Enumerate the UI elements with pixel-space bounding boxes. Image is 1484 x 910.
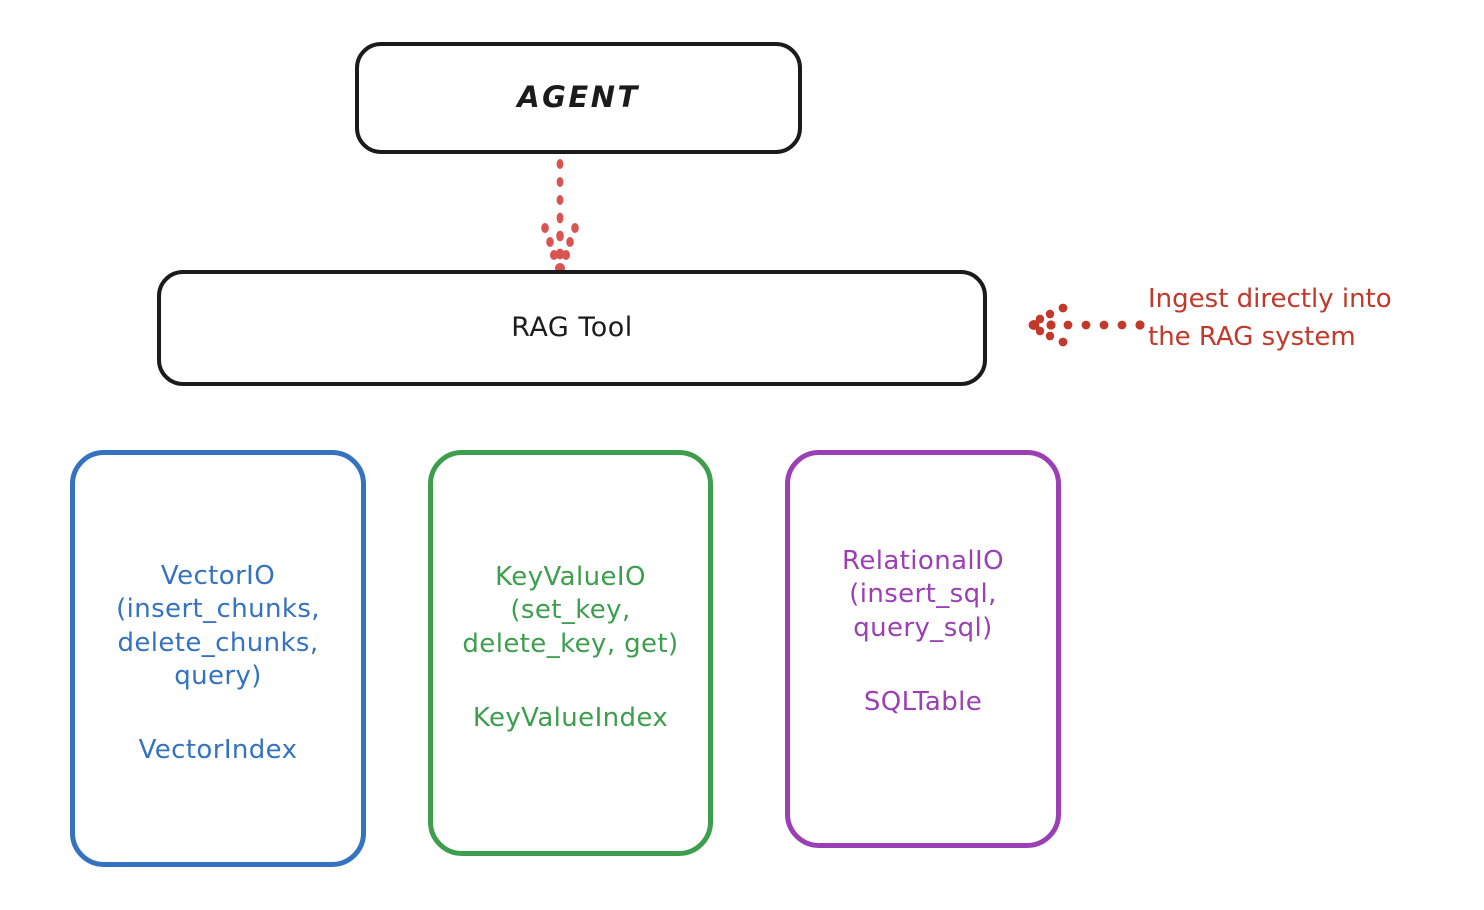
node-rag-tool[interactable]: RAG Tool	[157, 270, 987, 386]
node-key-value-io-sublabel: KeyValueIndex	[472, 702, 669, 733]
node-agent-label: AGENT	[517, 80, 640, 115]
node-relational-io-content: RelationalIO (insert_sql, query_sql) SQL…	[842, 545, 1004, 717]
node-key-value-io-label: KeyValueIO (set_key, delete_key, get)	[462, 562, 679, 659]
node-vector-io-content: VectorIO (insert_chunks, delete_chunks, …	[116, 560, 320, 765]
node-vector-io[interactable]: VectorIO (insert_chunks, delete_chunks, …	[70, 450, 366, 867]
connector-ingest-to-rag-tool	[1028, 303, 1145, 347]
node-key-value-io-content: KeyValueIO (set_key, delete_key, get) Ke…	[462, 561, 678, 733]
node-rag-tool-label: RAG Tool	[511, 311, 633, 343]
connector-agent-to-rag-tool	[541, 159, 579, 273]
node-relational-io-label: RelationalIO (insert_sql, query_sql)	[842, 546, 1004, 643]
node-vector-io-sublabel: VectorIndex	[138, 735, 298, 766]
node-vector-io-label: VectorIO (insert_chunks, delete_chunks, …	[116, 560, 320, 691]
node-relational-io-sublabel: SQLTable	[863, 686, 983, 717]
node-key-value-io[interactable]: KeyValueIO (set_key, delete_key, get) Ke…	[428, 450, 713, 856]
node-relational-io[interactable]: RelationalIO (insert_sql, query_sql) SQL…	[785, 450, 1061, 848]
annotation-ingest-directly: Ingest directly into the RAG system	[1148, 284, 1392, 352]
node-agent[interactable]: AGENT	[355, 42, 802, 154]
